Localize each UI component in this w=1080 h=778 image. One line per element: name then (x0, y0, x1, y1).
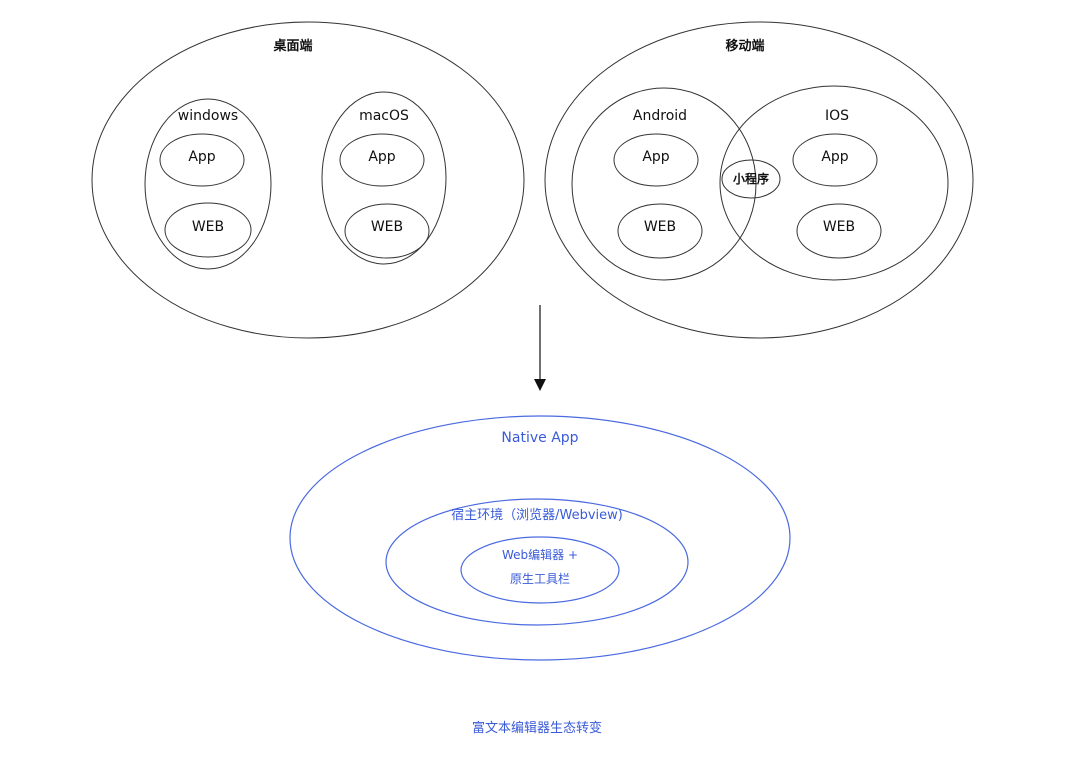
macos-web-label: WEB (371, 219, 403, 235)
ios-web-ellipse (796, 203, 882, 259)
native-app-ellipse (289, 415, 791, 661)
mobile-ellipse (544, 21, 974, 339)
host-env-ellipse (385, 498, 689, 626)
result-group: Native App 宿主环境（浏览器/Webview) Web编辑器 + 原生… (289, 415, 791, 661)
ios-circle (719, 85, 949, 281)
macos-group: macOS App WEB (321, 91, 447, 265)
mobile-title: 移动端 (725, 38, 764, 54)
web-editor-line2: 原生工具栏 (510, 571, 570, 586)
macos-label: macOS (359, 108, 409, 124)
miniprogram-ellipse (721, 159, 781, 199)
macos-app-ellipse (339, 133, 425, 187)
desktop-title: 桌面端 (273, 38, 312, 54)
macos-ellipse (321, 91, 447, 265)
host-env-label: 宿主环境（浏览器/Webview) (451, 507, 623, 523)
desktop-ellipse (91, 21, 525, 339)
windows-group: windows App WEB (144, 98, 272, 270)
ios-label: IOS (825, 108, 849, 124)
android-web-label: WEB (644, 219, 676, 235)
windows-web-label: WEB (192, 219, 224, 235)
android-group: Android App WEB (571, 87, 757, 281)
web-editor-ellipse (460, 536, 620, 604)
android-app-label: App (642, 149, 669, 165)
native-app-label: Native App (501, 430, 578, 446)
mobile-group: 移动端 Android App WEB IOS App WEB 小程序 (544, 21, 974, 339)
desktop-group: 桌面端 windows App WEB macOS App WEB (91, 21, 525, 339)
windows-web-ellipse (164, 202, 252, 258)
windows-app-label: App (188, 149, 215, 165)
windows-app-ellipse (159, 133, 245, 187)
macos-web-ellipse (344, 203, 430, 259)
android-app-ellipse (613, 133, 699, 187)
ios-group: IOS App WEB (719, 85, 949, 281)
android-circle (571, 87, 757, 281)
android-label: Android (633, 108, 687, 124)
web-editor-line1: Web编辑器 + (502, 547, 578, 562)
ios-web-label: WEB (823, 219, 855, 235)
android-web-ellipse (617, 203, 703, 259)
ios-app-ellipse (792, 133, 878, 187)
windows-label: windows (178, 108, 238, 124)
miniprogram-label: 小程序 (733, 171, 769, 186)
windows-ellipse (144, 98, 272, 270)
diagram-caption: 富文本编辑器生态转变 (472, 720, 602, 736)
macos-app-label: App (368, 149, 395, 165)
ios-app-label: App (821, 149, 848, 165)
